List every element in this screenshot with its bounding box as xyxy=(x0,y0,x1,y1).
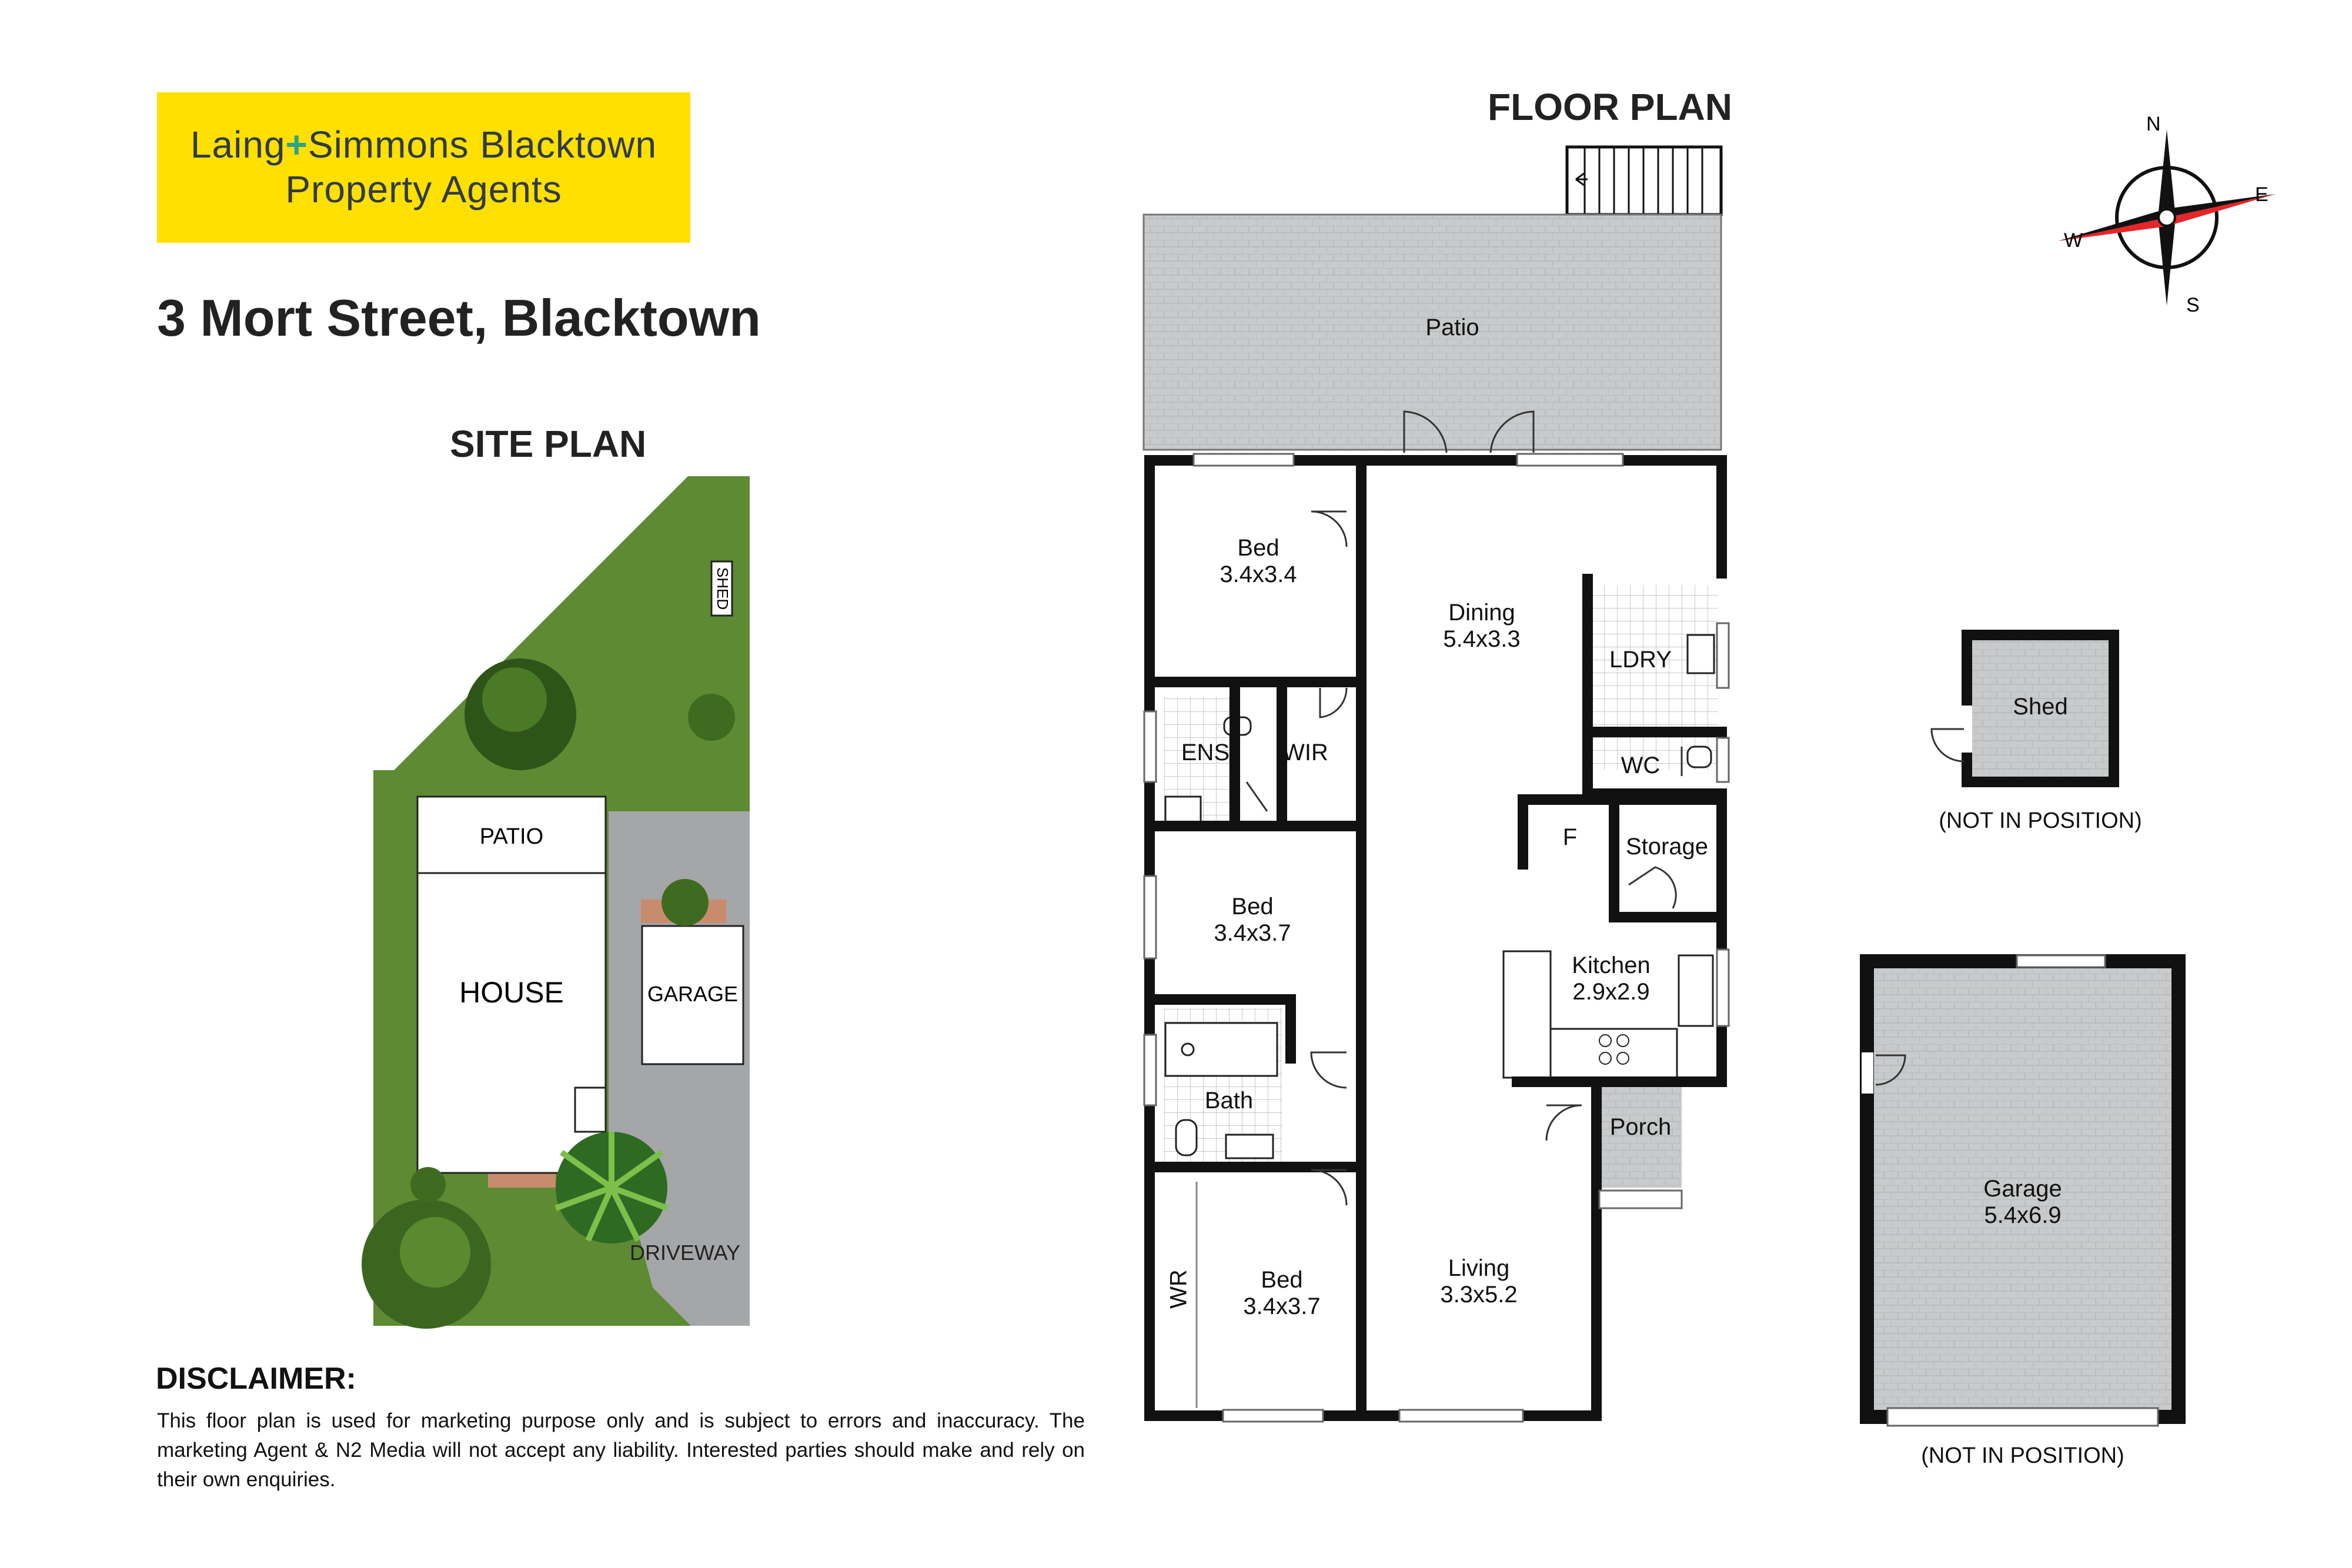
bed3-name: Bed xyxy=(1261,1267,1303,1293)
room-label-ens: ENS xyxy=(1181,740,1230,765)
compass-west-label: W xyxy=(2064,229,2083,252)
dining-name: Dining xyxy=(1448,600,1515,626)
room-label-porch: Porch xyxy=(1609,1114,1672,1140)
compass-rose-icon xyxy=(2058,129,2276,306)
site-house-porch xyxy=(574,1086,607,1133)
living-name: Living xyxy=(1448,1255,1510,1281)
site-tree xyxy=(482,667,547,732)
room-label-ldry: LDRY xyxy=(1609,647,1672,673)
room-label-garage: Garage 5.4x6.9 xyxy=(1964,1176,2082,1229)
room-label-living: Living 3.3x5.2 xyxy=(1414,1255,1544,1308)
compass-east-label: E xyxy=(2255,183,2269,206)
patio-area xyxy=(1142,213,1722,451)
bed3-size: 3.4x3.7 xyxy=(1243,1293,1321,1319)
room-label-dining: Dining 5.4x3.3 xyxy=(1411,600,1552,653)
house-interior-floor xyxy=(1150,460,1722,1416)
site-plan-drawing: SHED PATIO HOUSE GARAGE DRIVEWAY xyxy=(362,476,750,1329)
back-steps xyxy=(1565,145,1723,216)
disclaimer-title: DISCLAIMER: xyxy=(156,1362,356,1396)
site-palm-tree xyxy=(554,1132,669,1243)
room-label-storage: Storage xyxy=(1625,834,1709,860)
site-shed xyxy=(710,560,733,617)
site-patio-label: PATIO xyxy=(480,824,543,849)
kitchen-size: 2.9x2.9 xyxy=(1572,979,1650,1005)
site-driveway-label: DRIVEWAY xyxy=(630,1241,740,1265)
shed-not-in-position-note: (NOT IN POSITION) xyxy=(1939,808,2142,833)
compass-south-label: S xyxy=(2186,294,2200,316)
compass-north-label: N xyxy=(2146,113,2161,135)
agency-name-part2: Simmons Blacktown xyxy=(308,123,657,166)
agency-name-part1: Laing xyxy=(190,123,286,166)
agency-plus-mark: + xyxy=(285,123,308,166)
garage-not-in-position-note: (NOT IN POSITION) xyxy=(1921,1443,2124,1468)
floor-plan-title: FLOOR PLAN xyxy=(1488,86,1732,128)
room-label-bed3: Bed 3.4x3.7 xyxy=(1217,1267,1347,1320)
site-plan-title: SITE PLAN xyxy=(450,423,647,465)
windows xyxy=(1143,453,1730,1423)
room-label-bed2: Bed 3.4x3.7 xyxy=(1188,894,1317,947)
room-label-kitchen: Kitchen 2.9x2.9 xyxy=(1552,952,1670,1005)
room-label-wir: WIR xyxy=(1282,740,1328,765)
property-address: 3 Mort Street, Blacktown xyxy=(157,289,761,347)
kitchen-name: Kitchen xyxy=(1572,952,1651,978)
agency-logo: Laing+Simmons Blacktown Property Agents xyxy=(157,92,690,243)
room-label-bed1: Bed 3.4x3.4 xyxy=(1194,535,1323,588)
room-label-fridge: F xyxy=(1562,824,1578,850)
bed1-name: Bed xyxy=(1237,535,1279,561)
site-tree xyxy=(688,694,735,741)
living-size: 3.3x5.2 xyxy=(1440,1282,1518,1308)
room-label-patio: Patio xyxy=(1425,315,1479,340)
garage-name: Garage xyxy=(1983,1176,2062,1202)
site-patio xyxy=(416,795,607,874)
agency-logo-line1: Laing+Simmons Blacktown xyxy=(157,123,690,166)
bed1-size: 3.4x3.4 xyxy=(1220,561,1297,587)
bed2-size: 3.4x3.7 xyxy=(1214,920,1291,946)
room-label-bath: Bath xyxy=(1204,1088,1254,1114)
dining-size: 5.4x3.3 xyxy=(1443,626,1521,652)
bed2-name: Bed xyxy=(1231,894,1274,920)
doors-windows xyxy=(1245,410,1683,1206)
site-house-label: HOUSE xyxy=(459,976,564,1009)
garage-plan xyxy=(1860,954,2186,1427)
disclaimer-text: This floor plan is used for marketing pu… xyxy=(157,1409,1085,1491)
room-label-wr: WR xyxy=(1165,1269,1192,1309)
agency-logo-line2: Property Agents xyxy=(285,168,562,210)
site-tree xyxy=(400,1217,470,1288)
site-tree xyxy=(662,879,709,926)
room-label-wc: WC xyxy=(1621,753,1661,778)
site-garage-label: GARAGE xyxy=(647,982,738,1006)
site-shed-label: SHED xyxy=(714,567,731,610)
garage-size: 5.4x6.9 xyxy=(1984,1202,2062,1228)
shed-label: Shed xyxy=(2013,694,2068,720)
shed-plan xyxy=(1930,630,2119,787)
site-garage xyxy=(641,925,744,1065)
site-tree xyxy=(410,1167,446,1202)
walls xyxy=(1144,455,1727,1421)
